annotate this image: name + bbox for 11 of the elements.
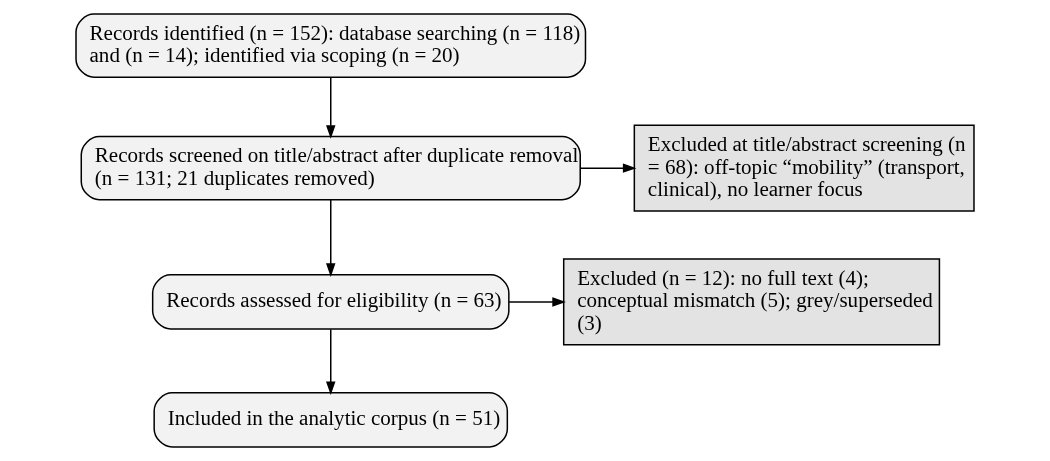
node-box: Excluded (n = 12): no full text (4); conceptual mismatch (5); grey/superseded (3) <box>562 258 941 346</box>
node-box: Records screened on title/abstract after duplicate removal (n = 131; 21 duplicates removed) <box>80 135 581 201</box>
arrow <box>326 199 336 277</box>
arrow <box>508 297 566 307</box>
arrow <box>326 328 336 396</box>
arrow <box>326 76 336 139</box>
node-box: Included in the analytic corpus (n = 51) <box>153 392 509 448</box>
arrow <box>579 163 637 173</box>
node-box: Excluded at title/abstract screening (n = 68): off-topic “mobility” (transport, clinical), no learner focus <box>633 124 975 212</box>
node-box: Records assessed for eligibility (n = 63) <box>151 274 510 330</box>
node-box: Records identified (n = 152): database searching (n = 118) and (n = 14); identified via scoping (n = 20) <box>75 13 587 78</box>
